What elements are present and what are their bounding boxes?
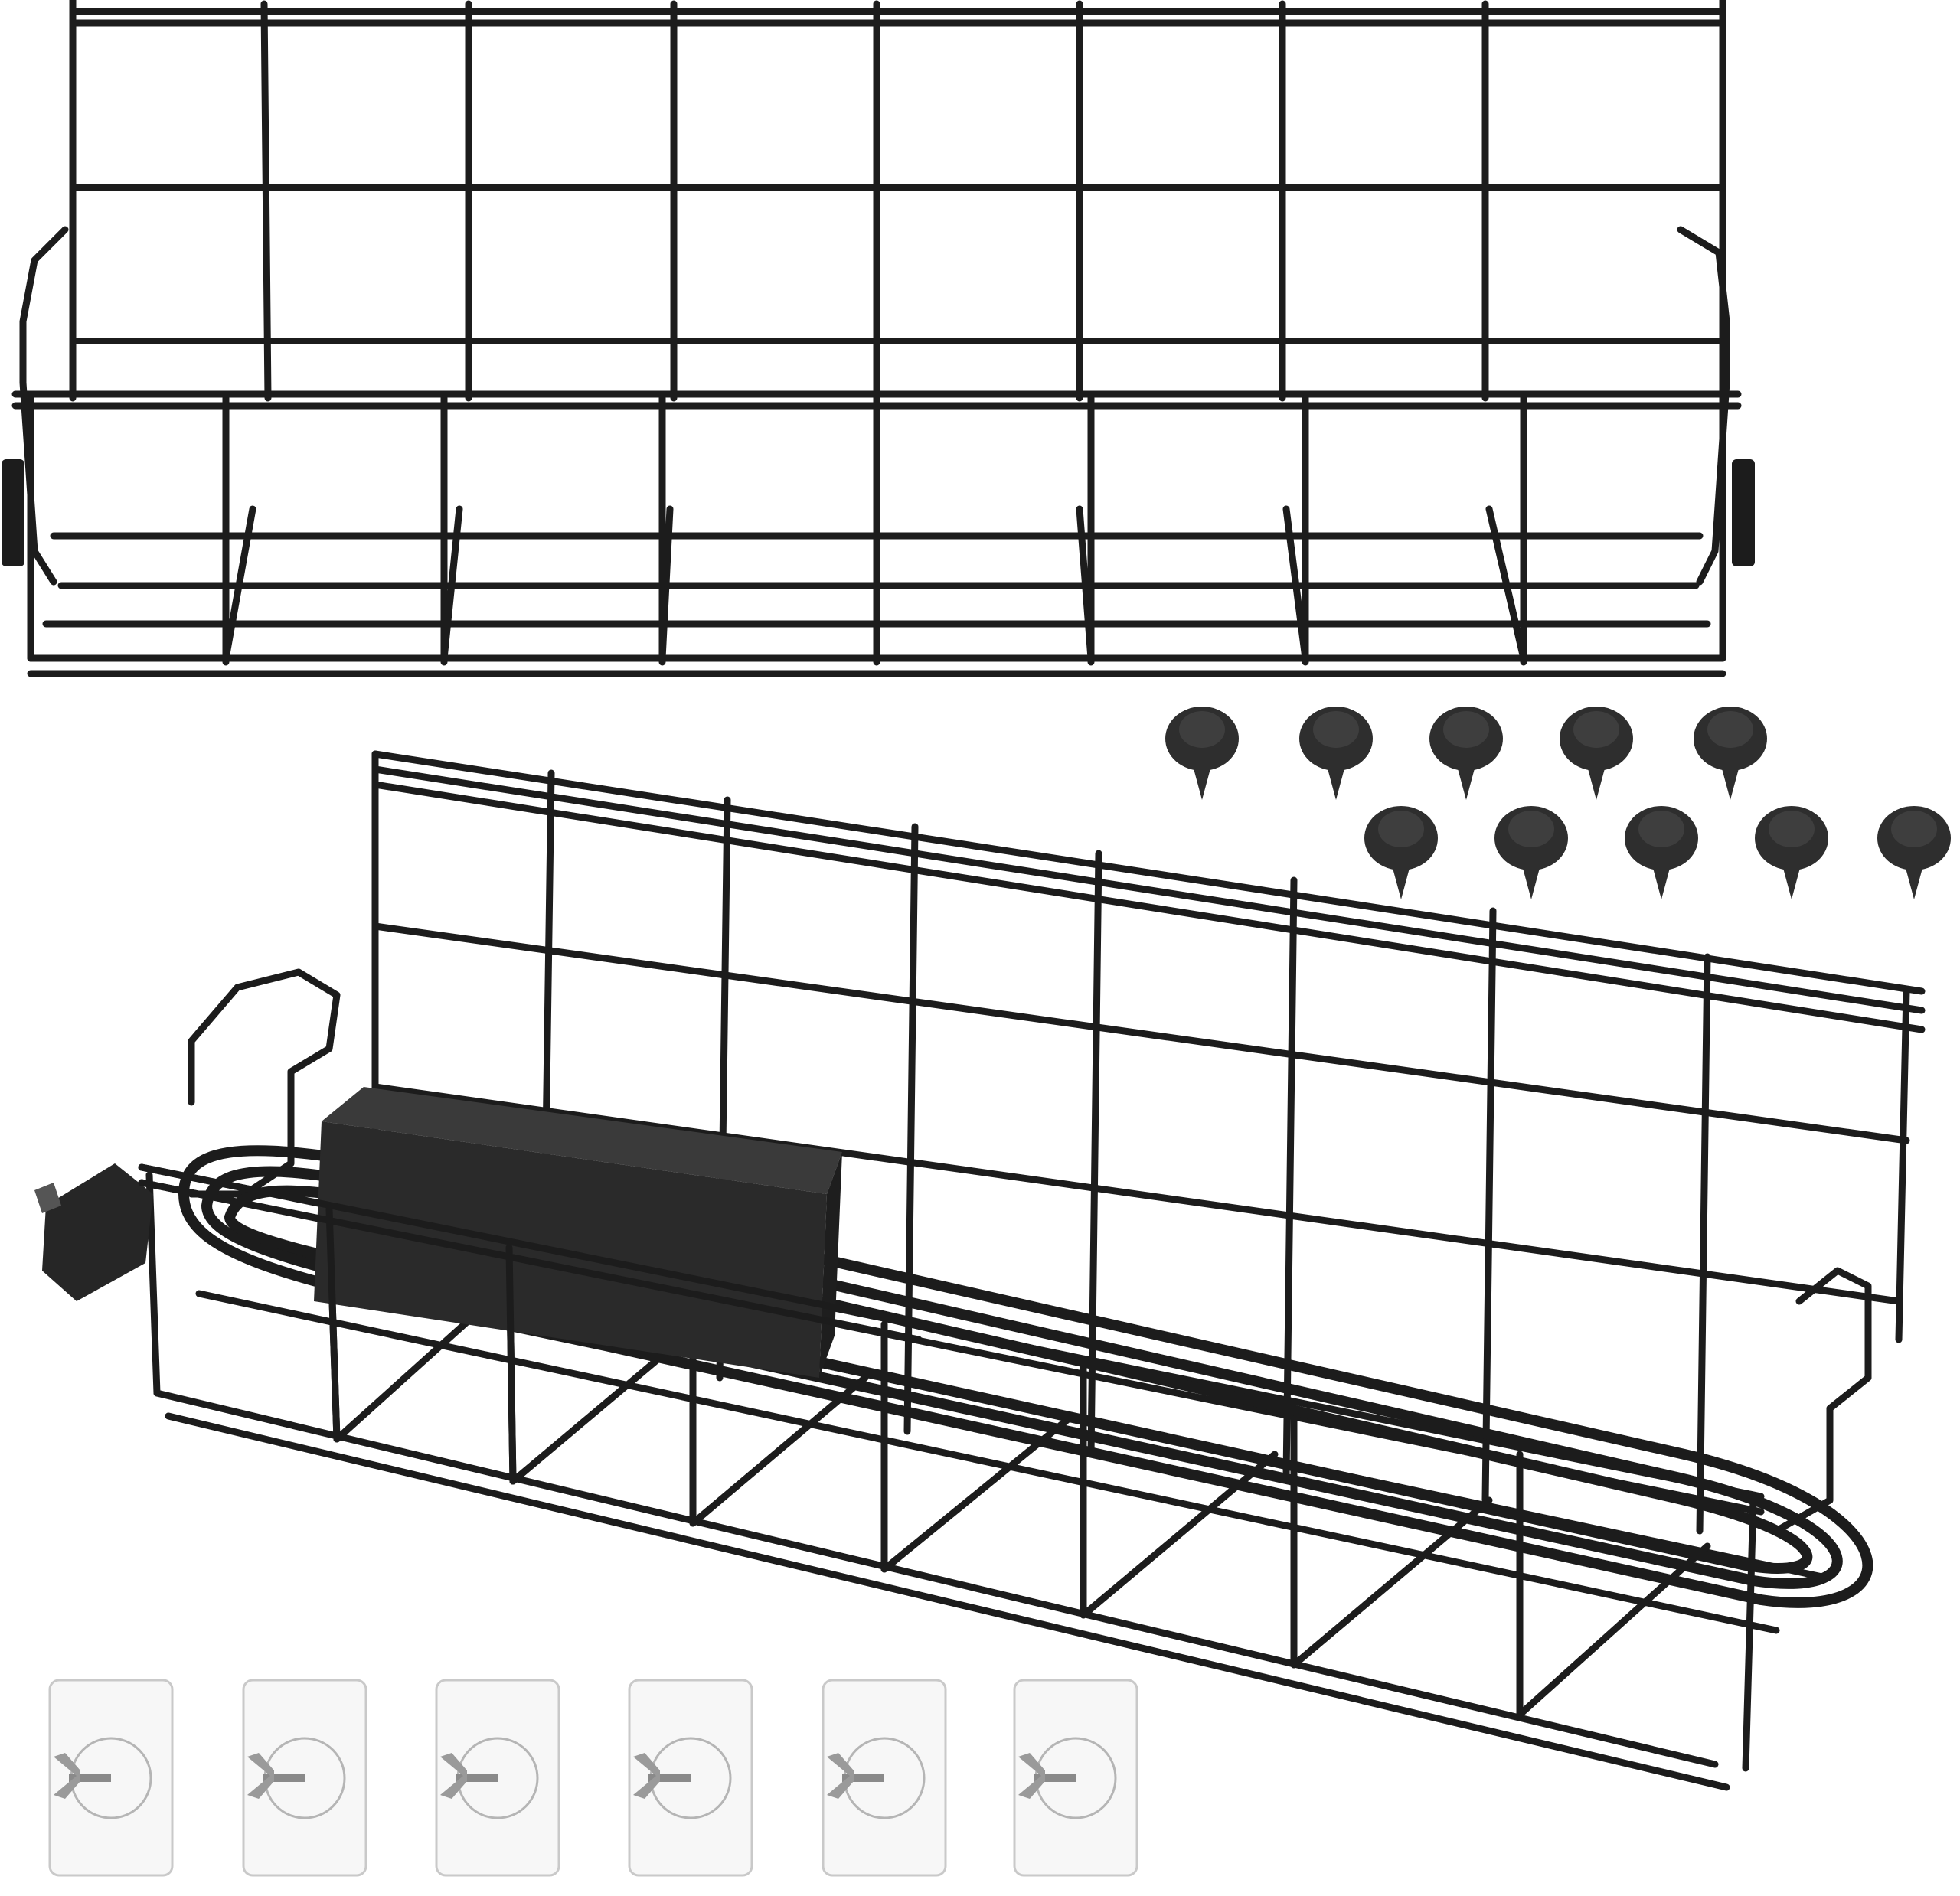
- adhesive-pad: [822, 1679, 947, 1877]
- screw: [1625, 806, 1698, 899]
- upper-tray-back-verticals: [260, 0, 1489, 402]
- adhesive-pad: [435, 1679, 560, 1877]
- adhesive-pad: [242, 1679, 368, 1877]
- lower-tray-back-mid: [371, 922, 1910, 1305]
- power-adapter: [314, 1087, 842, 1378]
- lower-tray-right-hook: [1772, 1267, 1872, 1535]
- adhesive-pads-set: [48, 1679, 1138, 1877]
- screw: [1694, 707, 1767, 800]
- screw: [1165, 707, 1239, 800]
- lower-tray-left-hook: [188, 968, 341, 1198]
- power-plug: [34, 1163, 153, 1301]
- screw: [1755, 806, 1828, 899]
- upper-tray-back-rails: [70, 184, 1726, 344]
- upper-tray-left-clip: [2, 459, 24, 566]
- lower-tray-floor-ribs: [333, 1297, 1711, 1718]
- upper-tray-left-hook: [19, 226, 69, 586]
- upper-tray-right-hook: [1677, 226, 1730, 586]
- adhesive-pad: [48, 1679, 174, 1877]
- cable-loop: [178, 1145, 1873, 1608]
- upper-cable-tray: [11, 0, 1742, 677]
- adhesive-pad: [628, 1679, 753, 1877]
- cable-loop: [201, 1166, 1843, 1589]
- lower-tray-back-top: [371, 750, 1926, 1033]
- lower-tray-front-bottom: [153, 1389, 1730, 1791]
- screw: [1494, 806, 1568, 899]
- upper-tray-floor-ribs: [222, 505, 1527, 662]
- screw: [1364, 806, 1438, 899]
- lower-tray-front-overlay: [138, 1163, 923, 1485]
- lower-tray-back-verticals: [371, 750, 1910, 1535]
- upper-tray-right-clip: [1732, 459, 1755, 566]
- screw: [1560, 707, 1633, 800]
- screws-set: [1165, 707, 1951, 899]
- screw: [1877, 806, 1951, 899]
- adhesive-pad: [1013, 1679, 1138, 1877]
- screw: [1429, 707, 1503, 800]
- screw: [1299, 707, 1373, 800]
- upper-tray-back-panel: [69, 0, 1726, 402]
